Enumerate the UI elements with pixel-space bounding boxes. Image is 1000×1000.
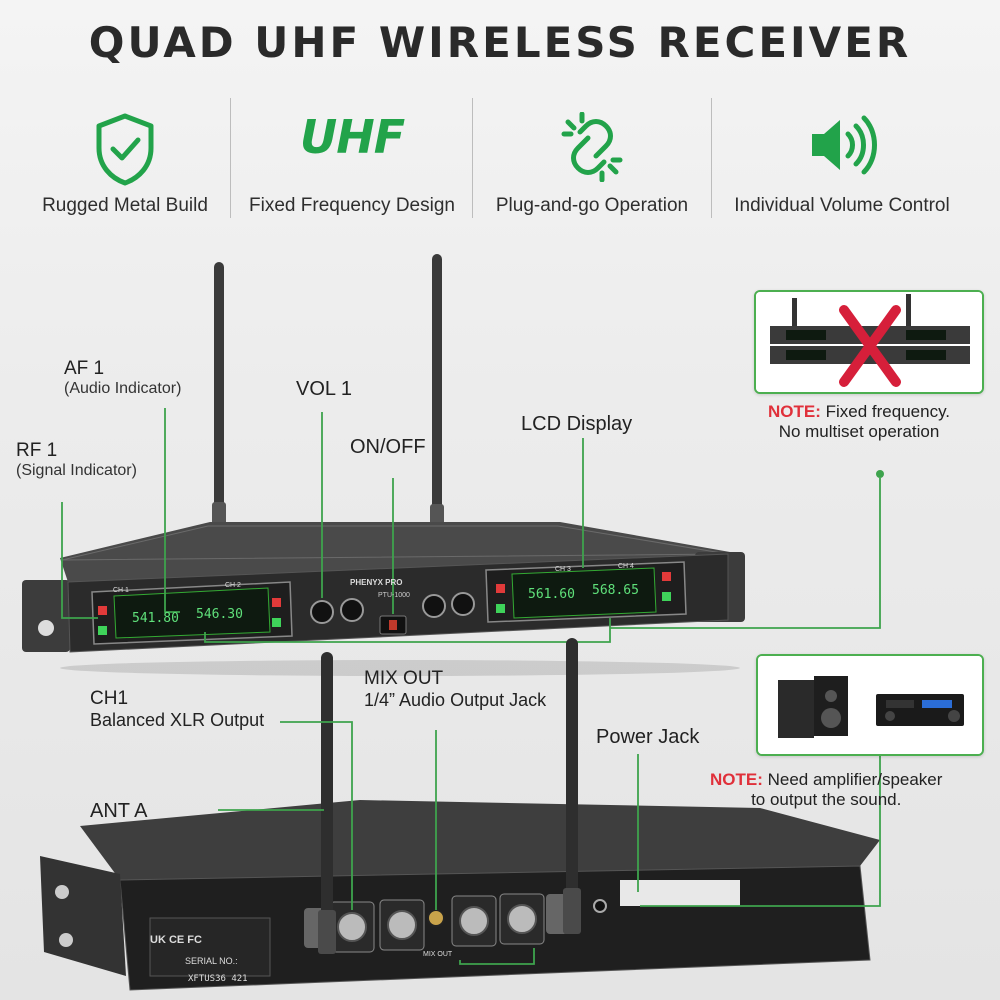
cross-icon [839, 305, 901, 387]
shield-check-icon [93, 112, 157, 186]
divider [230, 98, 231, 218]
lcd-freq-3: 561.60 [528, 587, 575, 602]
divider [472, 98, 473, 218]
volume-knobs [310, 592, 475, 624]
lcd-display-right [511, 567, 657, 619]
serial-label: SERIAL NO.: [185, 956, 238, 966]
mixout-port-label: MIX OUT [423, 951, 453, 958]
mix-out-jack [427, 909, 445, 927]
inset-amplifier-speaker [756, 654, 984, 756]
divider [711, 98, 712, 218]
ch2-label: CH 2 [225, 582, 241, 589]
callout-rf1: RF 1 (Signal Indicator) [16, 440, 137, 479]
lcd-display-left [113, 587, 271, 639]
speaker-volume-icon [806, 112, 878, 178]
callout-af1: AF 1 (Audio Indicator) [64, 358, 182, 397]
note-amplifier: NOTE: Need amplifier/speaker to output t… [710, 770, 943, 809]
feature-volume: Individual Volume Control [722, 100, 962, 230]
feature-uhf: UHF Fixed Frequency Design [232, 100, 472, 230]
lcd-freq-4: 568.65 [592, 583, 639, 598]
power-jack [593, 899, 607, 913]
feature-label: Fixed Frequency Design [249, 195, 455, 216]
antenna-a [318, 652, 336, 954]
page-title: QUAD UHF WIRELESS RECEIVER [88, 18, 912, 67]
brand-label: PHENYX PRO [350, 578, 403, 587]
cert-marks: UK CE FC [150, 934, 202, 946]
antenna-left [212, 262, 226, 532]
receiver-front-illustration [22, 254, 884, 676]
receiver-rear-illustration [40, 638, 884, 991]
feature-label: Plug-and-go Operation [495, 195, 689, 216]
ch3-label: CH 3 [555, 566, 571, 573]
lcd-freq-1: 541.80 [132, 611, 179, 626]
serial-value: XFTUS36 421 [188, 974, 248, 984]
note-frequency: NOTE: Fixed frequency. No multiset opera… [768, 402, 951, 441]
ch4-label: CH 4 [618, 563, 634, 570]
xlr-connectors [329, 893, 545, 953]
speaker-icon [778, 676, 848, 738]
rack-ear-left [22, 580, 70, 652]
callout-vol1: VOL 1 [296, 378, 352, 400]
ch1-label: CH 1 [113, 587, 129, 594]
antenna-right [430, 254, 444, 534]
callout-lcd: LCD Display [521, 413, 633, 435]
feature-plug-and-go: Plug-and-go Operation [472, 100, 712, 230]
feature-label: Rugged Metal Build [42, 195, 208, 216]
model-label: PTU-1000 [378, 592, 410, 599]
feature-rugged: Rugged Metal Build [5, 100, 245, 230]
amplifier-icon [876, 694, 964, 726]
callout-ch1: CH1 Balanced XLR Output [90, 688, 265, 730]
callout-mixout: MIX OUT 1/4” Audio Output Jack [364, 668, 547, 710]
callout-ant-a: ANT A [90, 800, 148, 822]
inset-no-multiset [754, 290, 984, 394]
plug-link-icon [560, 112, 624, 182]
feature-label: Individual Volume Control [734, 195, 950, 216]
callout-power-jack: Power Jack [596, 726, 700, 748]
callout-onoff: ON/OFF [350, 436, 426, 458]
uhf-text-icon: UHF [299, 110, 405, 164]
antenna-b [563, 638, 581, 934]
lcd-freq-2: 546.30 [196, 607, 243, 622]
